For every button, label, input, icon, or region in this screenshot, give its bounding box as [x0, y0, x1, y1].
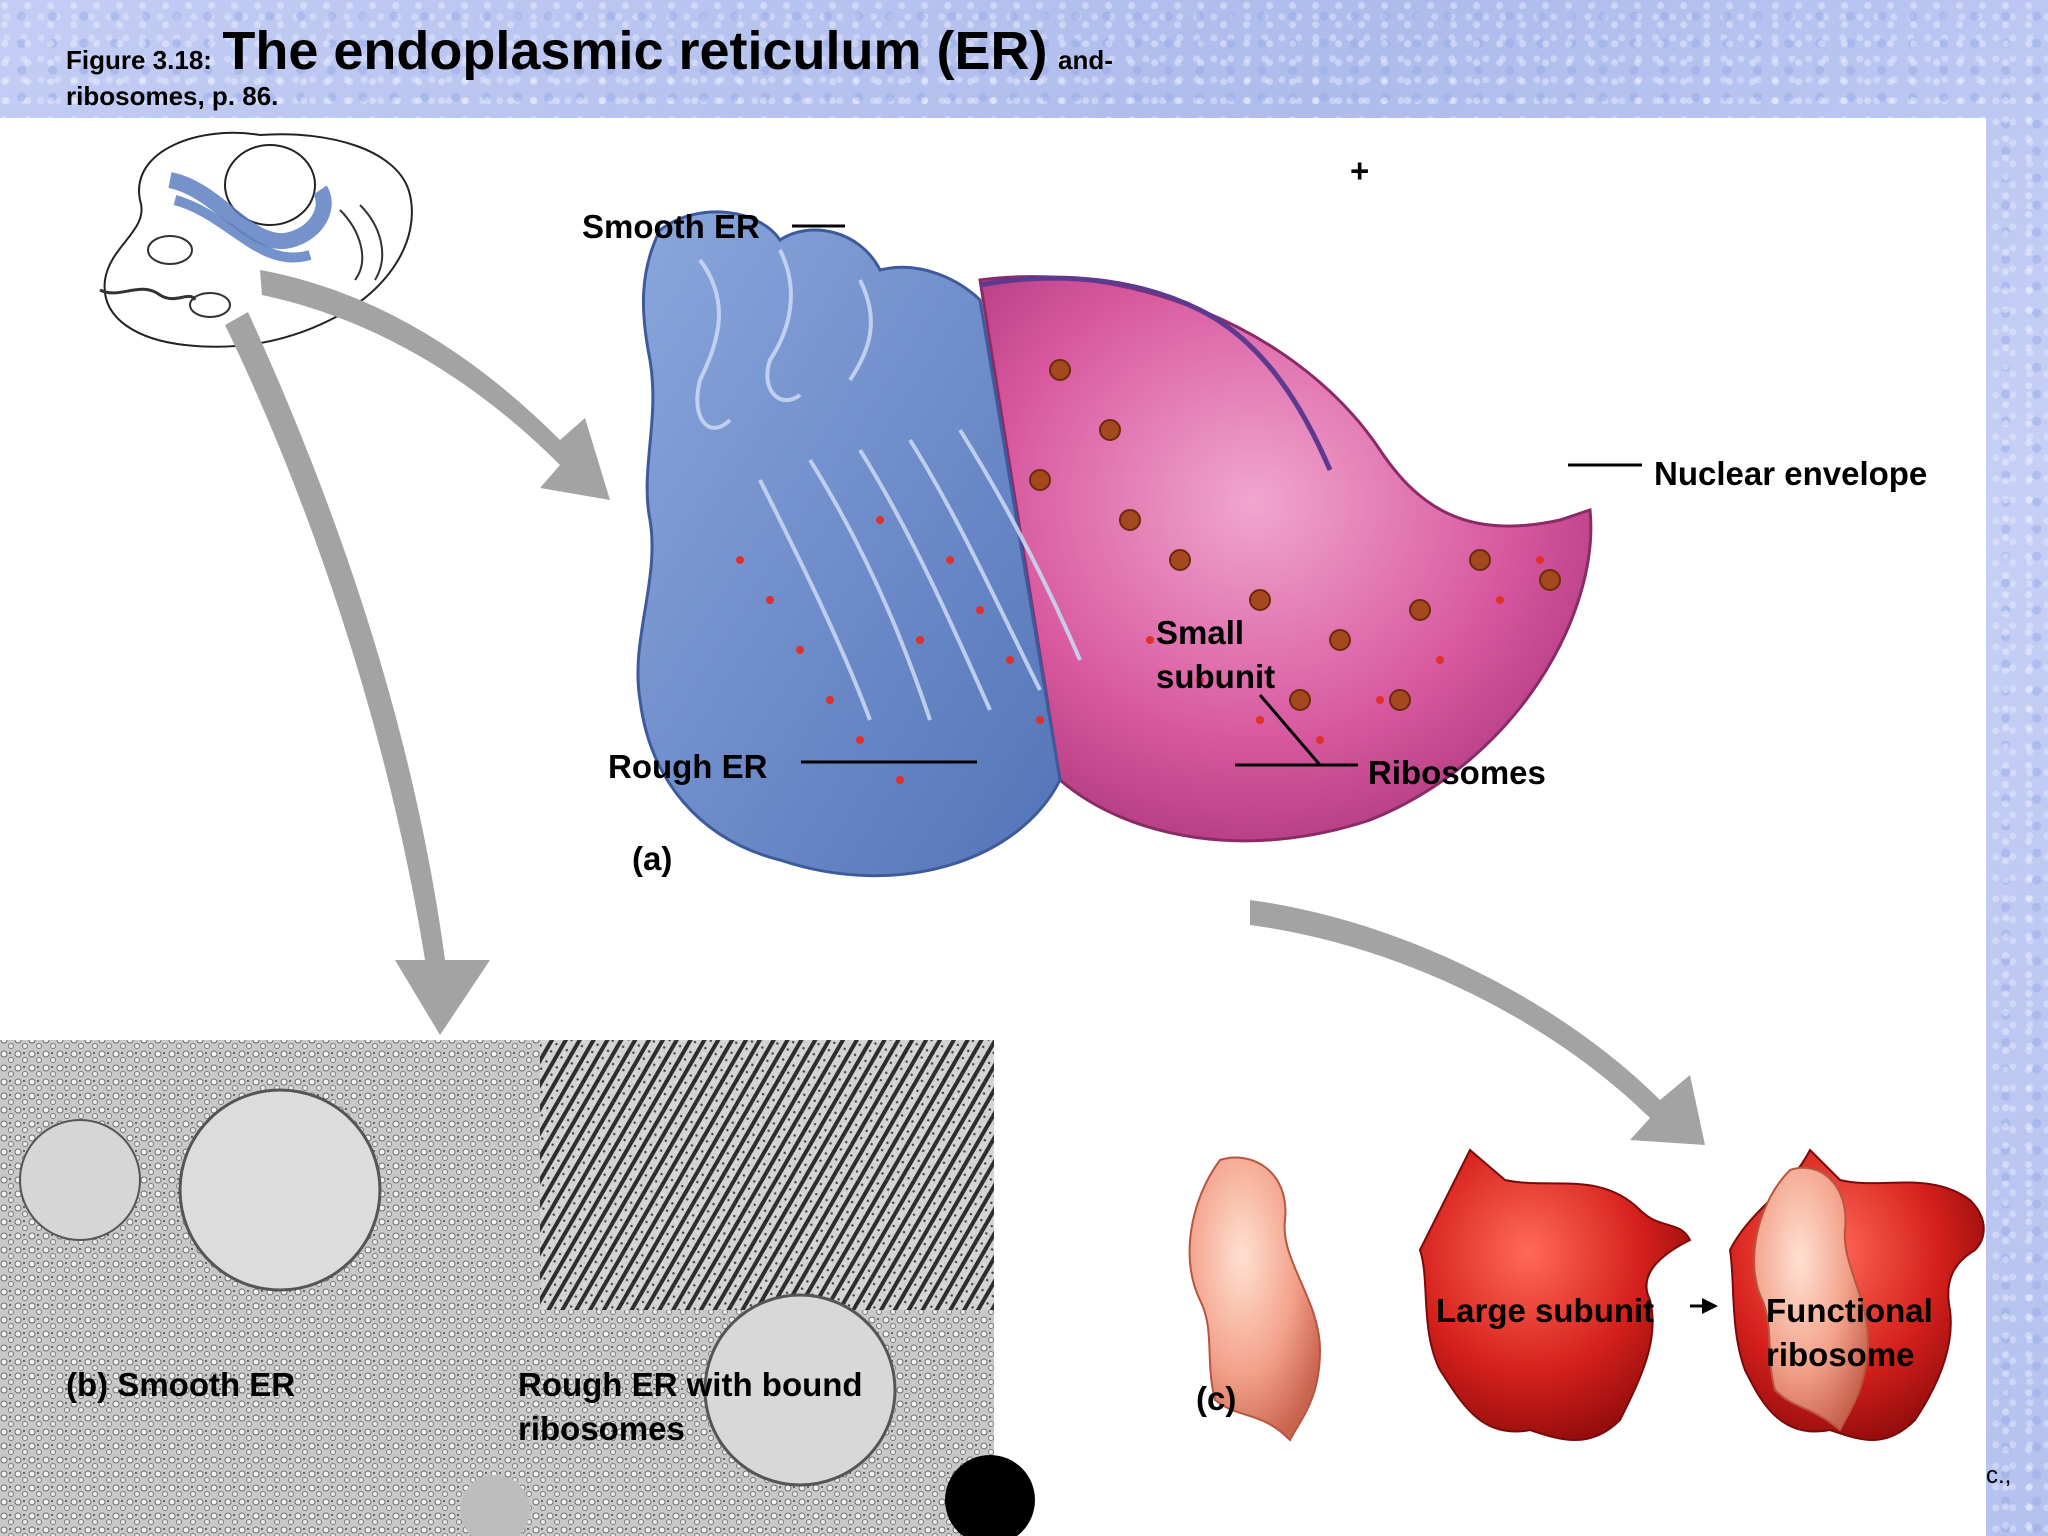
label-large-subunit: Large subunit	[1436, 1292, 1655, 1329]
label-rough-er: Rough ER	[608, 748, 768, 785]
label-rough-er-bound-line1: Rough ER with bound	[518, 1366, 863, 1403]
micrograph-b	[0, 1040, 1035, 1536]
label-panel-a: (a)	[632, 840, 673, 877]
label-smooth-er: Smooth ER	[582, 208, 760, 245]
slide-title: Figure 3.18: The endoplasmic reticulum (…	[66, 18, 1113, 112]
title-suffix: and-	[1057, 45, 1113, 75]
functional-ribosome-blob	[1728, 1148, 1985, 1441]
label-functional-line2: ribosome	[1766, 1336, 1915, 1373]
copyright-fragment: c.,	[1986, 1462, 2012, 1489]
curved-arrow-icon	[225, 270, 1705, 1145]
large-subunit-blob	[1418, 1148, 1692, 1441]
label-small-subunit-line1: Small	[1156, 614, 1245, 651]
label-ribosomes: Ribosomes	[1368, 754, 1546, 791]
er-illustration	[636, 210, 1593, 878]
label-functional-line1: Functional	[1766, 1292, 1933, 1329]
label-plus: +	[1350, 152, 1370, 189]
label-panel-c: (c)	[1196, 1380, 1237, 1417]
small-subunit-blob	[1188, 1156, 1322, 1442]
label-panel-b-smooth-er: (b) Smooth ER	[66, 1366, 296, 1403]
figure-number: Figure 3.18:	[66, 45, 212, 75]
title-line-2: ribosomes, p. 86.	[66, 80, 279, 111]
label-rough-er-bound-line2: ribosomes	[518, 1410, 685, 1447]
label-small-subunit-line2: subunit	[1156, 658, 1276, 695]
figure-title: The endoplasmic reticulum (ER)	[222, 21, 1048, 81]
label-nuclear-envelope: Nuclear envelope	[1654, 455, 1928, 492]
